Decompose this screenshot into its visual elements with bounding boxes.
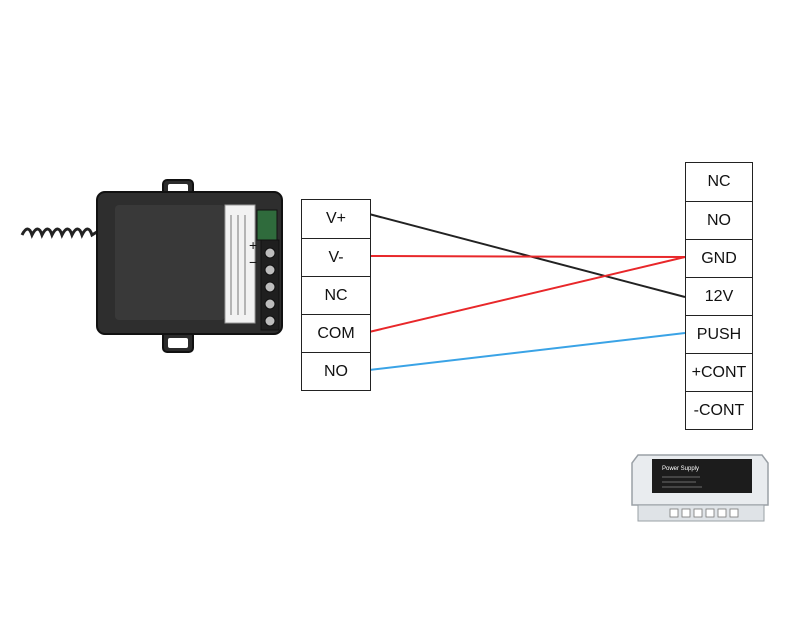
terminal-push: PUSH — [686, 315, 752, 353]
antenna-coil — [20, 227, 101, 239]
terminal-minus-cont: -CONT — [686, 391, 752, 429]
receiver-plus-marking: + — [249, 237, 257, 253]
terminal-com: COM — [302, 314, 370, 352]
wire-com-to-gnd — [368, 256, 686, 333]
receiver-minus-marking: − — [249, 254, 257, 270]
power-supply-label: Power Supply — [662, 466, 699, 472]
terminal-nc: NC — [302, 276, 370, 314]
power-supply-terminal-block: NC NO GND 12V PUSH +CONT -CONT — [685, 162, 753, 430]
wire-vminus-to-gnd — [368, 255, 686, 258]
terminal-no: NO — [302, 352, 370, 390]
wire-no-to-push — [368, 332, 686, 371]
terminal-12v: 12V — [686, 277, 752, 315]
terminal-v-plus: V+ — [325, 210, 346, 227]
terminal-plus-cont: +CONT — [686, 353, 752, 391]
rf-receiver-module-icon: + − — [20, 179, 283, 353]
terminal-no: NO — [686, 201, 752, 239]
power-supply-icon: Power Supply — [631, 454, 769, 522]
terminal-nc: NC — [707, 173, 731, 190]
terminal-gnd: GND — [686, 239, 752, 277]
receiver-terminal-block: V+ V- NC COM NO — [301, 199, 371, 391]
terminal-v-minus: V- — [302, 238, 370, 276]
wire-vplus-to-12v — [368, 213, 686, 298]
